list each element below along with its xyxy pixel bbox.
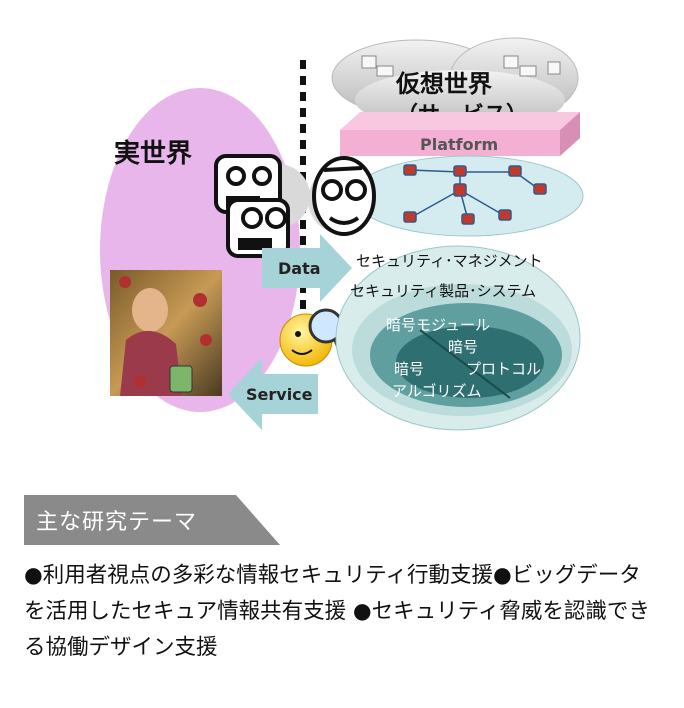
- research-themes-body: ●利用者視点の多彩な情報セキュリティ行動支援●ビッグデータを活用したセキュア情報…: [24, 563, 650, 660]
- heading-tab-background: [24, 495, 280, 545]
- platform-label: Platform: [420, 135, 498, 154]
- layer-divider: [419, 329, 511, 399]
- crypto-core-layer: [396, 326, 544, 398]
- algorithm-label-line2: アルゴリズム: [392, 382, 482, 400]
- router-icon: [403, 164, 547, 225]
- user-faces-icon: [214, 154, 376, 258]
- service-arrow-label: Service: [246, 385, 313, 404]
- research-themes-heading: 主な研究テーマ: [24, 495, 280, 545]
- virtual-world-label: 仮想世界: [395, 70, 492, 98]
- mobile-user-photo: [110, 270, 222, 396]
- data-arrow: Data: [262, 234, 352, 302]
- algorithm-label-line1: 暗号: [394, 360, 424, 378]
- protocol-label: プロトコル: [466, 360, 541, 378]
- computer-icon: [361, 55, 561, 77]
- platform-slab: [340, 112, 580, 156]
- research-themes-heading-label: 主な研究テーマ: [36, 510, 198, 535]
- data-arrow-label: Data: [278, 259, 321, 278]
- security-research-diagram: 実世界 仮想世界 （サービス） Platform: [100, 37, 584, 431]
- crypto-label: 暗号: [448, 338, 478, 356]
- real-world-label: 実世界: [114, 138, 192, 169]
- products-label: セキュリティ製品･システム: [350, 282, 536, 300]
- crypto-module-label: 暗号モジュール: [386, 316, 490, 334]
- service-arrow: Service: [228, 358, 318, 430]
- management-label: セキュリティ･マネジメント: [356, 252, 543, 270]
